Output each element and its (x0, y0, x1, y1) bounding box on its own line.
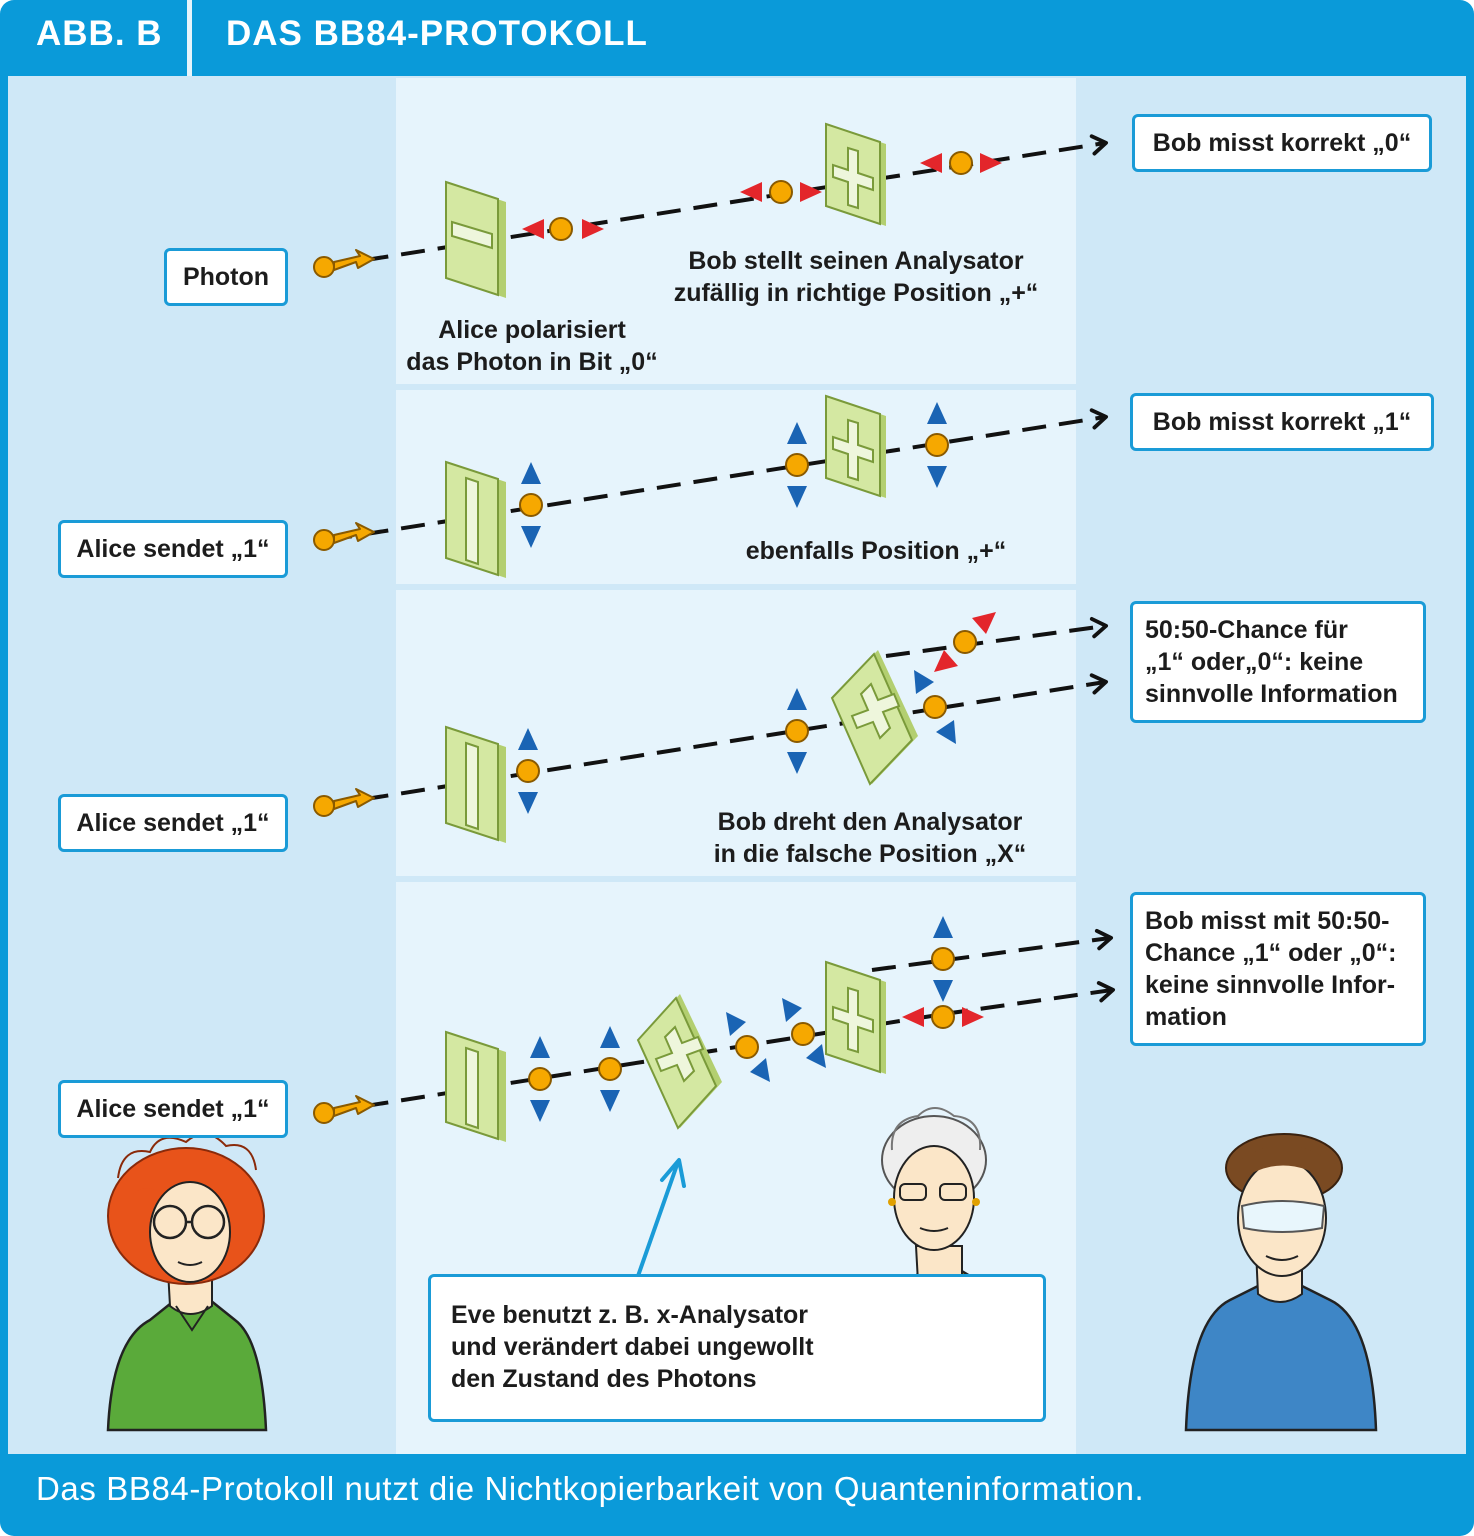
figure-label: ABB. B (36, 14, 163, 53)
eve-pointer-arrow (636, 1158, 686, 1277)
polarization-arrow-horizontal (740, 180, 822, 204)
eve-analyzer-cross-icon (636, 994, 722, 1130)
analyzer-cross-icon (825, 960, 886, 1074)
beam-line-output-lower (939, 673, 1109, 710)
footer: Das BB84-Protokoll nutzt die Nichtkopier… (0, 1454, 1474, 1536)
polarizer-filter-icon (445, 460, 506, 578)
figure-title: DAS BB84-PROTOKOLL (226, 14, 648, 53)
photon-ball-icon (313, 788, 375, 817)
analyzer-cross-icon (825, 122, 886, 226)
sender-label-row-1: Photon (164, 248, 288, 306)
beam-line (327, 408, 1109, 542)
sender-label-row-3: Alice sendet „1“ (58, 794, 288, 852)
polarization-arrow-diagonal (726, 1012, 770, 1082)
result-row-1: Bob misst korrekt „0“ (1132, 114, 1432, 172)
polarization-arrow-vertical (785, 688, 809, 774)
polarization-arrow-vertical (925, 402, 949, 488)
polarization-arrow-horizontal (920, 151, 1002, 175)
sender-label-row-4: Alice sendet „1“ (58, 1080, 288, 1138)
polarization-arrow-diagonal (914, 670, 956, 744)
row-band-1 (396, 78, 1076, 384)
eve-caption-box: Eve benutzt z. B. x-Analysator und verän… (428, 1274, 1046, 1422)
result-row-3: 50:50-Chance für „1“ oder„0“: keine sinn… (1130, 601, 1426, 723)
bob-caption-row-1: Bob stellt seinen Analysator zufällig in… (673, 247, 1039, 307)
polarization-arrow-vertical (528, 1036, 552, 1122)
polarization-arrow-diagonal (782, 998, 826, 1068)
row-1-diagram (313, 122, 1109, 298)
result-row-2: Bob misst korrekt „1“ (1130, 393, 1434, 451)
polarizer-filter-icon (445, 1030, 506, 1142)
bob-caption-row-3: Bob dreht den Analysator in die falsche … (713, 808, 1027, 868)
beam-line-output-upper (885, 616, 1109, 658)
header-divider (187, 0, 192, 76)
analyzer-cross-icon (830, 650, 918, 786)
polarization-arrow-vertical (519, 462, 543, 548)
figure-caption: Das BB84-Protokoll nutzt die Nichtkopier… (36, 1470, 1145, 1507)
sender-label-row-2: Alice sendet „1“ (58, 520, 288, 578)
polarization-arrow-vertical (516, 728, 540, 814)
polarizer-filter-icon (445, 180, 506, 298)
alice-illustration (106, 1133, 268, 1432)
bob-caption-row-2: ebenfalls Position „+“ (745, 537, 1007, 565)
polarization-arrow-vertical (598, 1026, 622, 1112)
header: ABB. B DAS BB84-PROTOKOLL (0, 0, 1474, 76)
polarizer-filter-icon (445, 725, 506, 843)
row-2-diagram (313, 394, 1109, 578)
beam-line-output-upper (871, 928, 1114, 972)
polarization-arrow-horizontal (902, 1005, 984, 1029)
beam-line-output-lower (943, 981, 1116, 1016)
photon-ball-icon (313, 249, 375, 278)
photon-ball-icon (313, 1095, 375, 1124)
bob-illustration (1184, 1133, 1378, 1432)
polarization-arrow-horizontal (522, 217, 604, 241)
row-band-2 (396, 390, 1076, 584)
result-row-4: Bob misst mit 50:50- Chance „1“ oder „0“… (1130, 892, 1426, 1046)
photon-ball-icon (313, 522, 375, 551)
beam-line (327, 706, 941, 807)
row-4-diagram (313, 916, 1116, 1142)
polarization-arrow-vertical (785, 422, 809, 508)
polarization-arrow-vertical (931, 916, 955, 1002)
analyzer-cross-icon (825, 394, 886, 498)
polarization-arrow-diagonal (934, 612, 996, 672)
alice-caption-row-1: Alice polarisiert das Photon in Bit „0“ (406, 316, 658, 376)
row-3-diagram (313, 612, 1109, 843)
